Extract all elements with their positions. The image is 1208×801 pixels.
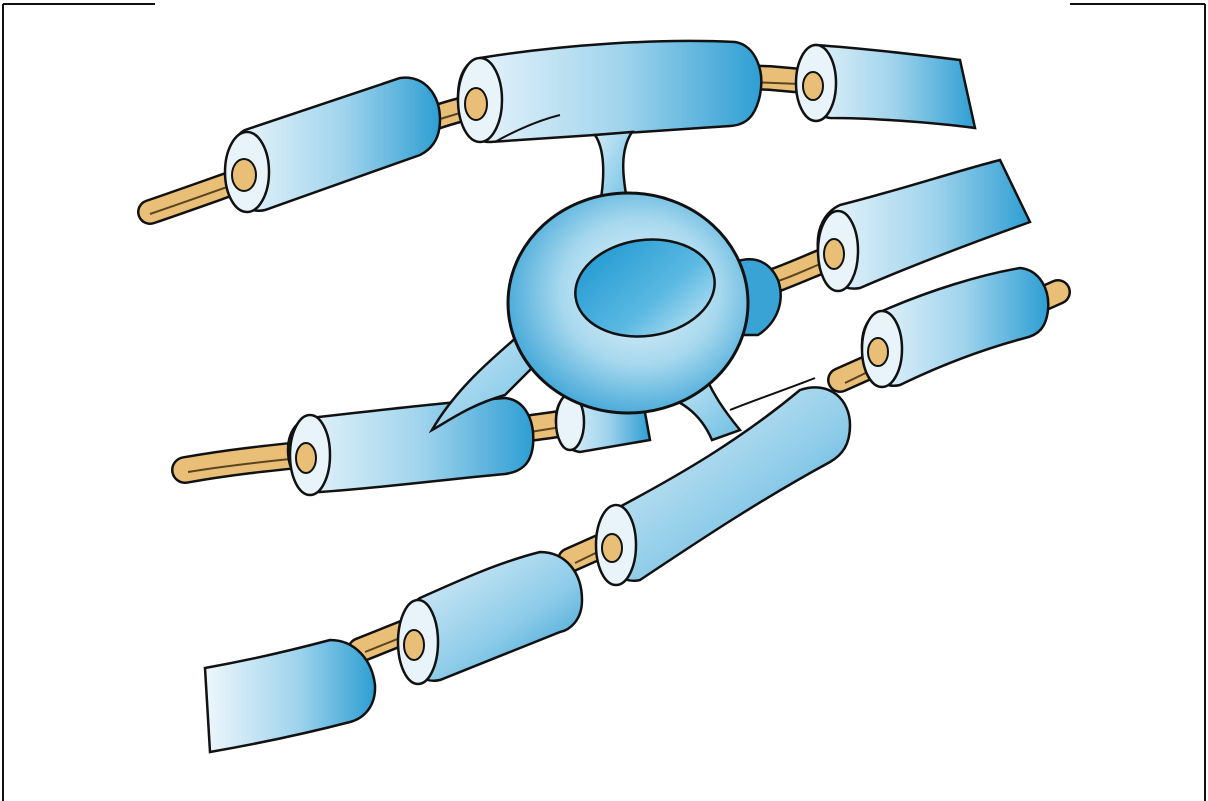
- myelin-sheath: [398, 552, 582, 684]
- myelin-sheath: [862, 268, 1048, 387]
- myelin-sheath: [205, 640, 375, 752]
- myelin-sheath: [288, 398, 533, 495]
- myelin-sheath: [796, 45, 975, 128]
- myelin-sheath: [458, 41, 761, 142]
- myelin-sheath: [225, 78, 440, 212]
- oligodendrocyte-cell-body: [508, 193, 748, 413]
